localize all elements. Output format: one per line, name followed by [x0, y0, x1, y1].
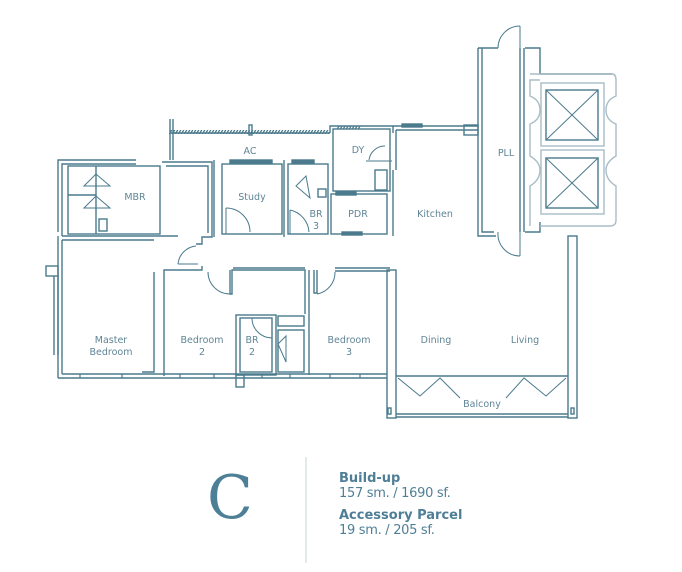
- accessory-parcel-block: Accessory Parcel 19 sm. / 205 sf.: [339, 508, 463, 539]
- room-label-br3-line1: BR: [309, 209, 323, 220]
- room-label-bedroom3-line1: Bedroom: [328, 335, 371, 346]
- floor-plan-drawing: AC DY PLL MBR Study BR 3 PDR Kitchen Mas…: [45, 25, 617, 419]
- room-label-bedroom2-line2: 2: [199, 347, 205, 358]
- room-label-br2-line2: 2: [249, 347, 255, 358]
- door-swings: [82, 25, 567, 399]
- build-up-value: 157 sm. / 1690 sf.: [339, 486, 451, 501]
- window-mullions: [79, 374, 361, 378]
- build-up-label: Build-up: [339, 471, 401, 486]
- room-label-dining: Dining: [421, 335, 452, 346]
- room-label-br2-line1: BR: [245, 335, 259, 346]
- legend-divider: [305, 457, 307, 563]
- unit-type-letter: C: [207, 463, 253, 533]
- room-label-bedroom3-line2: 3: [346, 347, 352, 358]
- room-label-ac: AC: [244, 146, 257, 157]
- unit-area-info: Build-up 157 sm. / 1690 sf. Accessory Pa…: [339, 472, 462, 546]
- accessory-parcel-label: Accessory Parcel: [339, 508, 463, 523]
- room-label-pll: PLL: [498, 148, 515, 159]
- room-label-kitchen: Kitchen: [417, 209, 453, 220]
- room-label-dy: DY: [352, 145, 365, 156]
- room-label-living: Living: [511, 335, 539, 346]
- build-up-block: Build-up 157 sm. / 1690 sf.: [339, 471, 462, 502]
- room-label-master-line1: Master: [95, 335, 128, 346]
- lift-core: [529, 73, 617, 227]
- room-label-study: Study: [238, 192, 266, 203]
- accessory-parcel-value: 19 sm. / 205 sf.: [339, 523, 435, 538]
- room-labels: AC DY PLL MBR Study BR 3 PDR Kitchen Mas…: [90, 145, 540, 410]
- room-label-balcony: Balcony: [463, 399, 501, 410]
- room-label-master-line2: Bedroom: [90, 347, 133, 358]
- walls: [45, 47, 612, 419]
- floor-plan: AC DY PLL MBR Study BR 3 PDR Kitchen Mas…: [45, 25, 617, 419]
- room-label-pdr: PDR: [348, 209, 368, 220]
- room-label-mbr: MBR: [124, 192, 146, 203]
- room-label-bedroom2-line1: Bedroom: [181, 335, 224, 346]
- room-label-br3-line2: 3: [313, 221, 319, 232]
